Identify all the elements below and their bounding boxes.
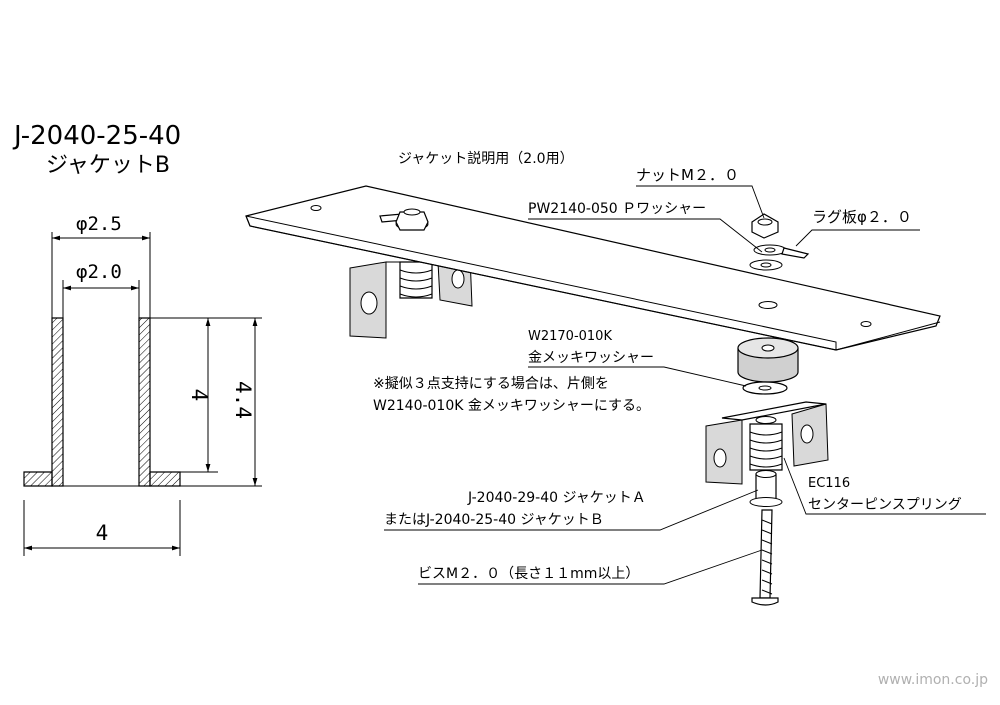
jacket-b-label: またはJ-2040-25-40 ジャケットＢ — [384, 512, 604, 528]
screw-label: ビスM２．０（長さ１１mm以上） — [418, 566, 639, 582]
jacket-cross-section: φ2.5 φ2.0 4 4.4 4 — [23, 213, 262, 556]
watermark: www.imon.co.jp — [878, 672, 988, 688]
part-name-title: ジャケットB — [46, 153, 170, 178]
note-line-2: W2140-010K 金メッキワッシャーにする。 — [373, 398, 650, 414]
inner-height-label: 4 — [187, 389, 211, 402]
total-height-label: 4.4 — [231, 381, 255, 419]
right-bracket — [705, 401, 829, 485]
base-plate — [245, 185, 941, 351]
lug-plate-label: ラグ板φ２．０ — [812, 208, 912, 226]
assembly-illustration — [245, 185, 941, 606]
outer-diameter-label: φ2.5 — [76, 213, 122, 235]
inner-diameter-label: φ2.0 — [76, 261, 122, 283]
spring-name: センターピンスプリング — [808, 497, 962, 513]
gold-washer-name: 金メッキワッシャー — [528, 350, 654, 366]
gold-washer-code: W2170-010K — [528, 329, 612, 344]
nut-label: ナットM２．０ — [636, 166, 739, 184]
note-line-1: ※擬似３点支持にする場合は、片側を — [373, 376, 609, 392]
usage-title: ジャケット説明用（2.0用） — [398, 151, 574, 167]
nut-washer-stack — [749, 213, 810, 271]
screw-shape — [751, 509, 779, 606]
part-number-title: J-2040-25-40 — [12, 121, 181, 151]
base-width-label: 4 — [96, 521, 109, 545]
spring-code: EC116 — [808, 476, 850, 491]
spacer-cylinder — [737, 337, 799, 383]
jacket-a-label: J-2040-29-40 ジャケットＡ — [467, 490, 646, 506]
jacket-part-shape — [749, 470, 783, 507]
p-washer-label: PW2140-050 Ｐワッシャー — [528, 201, 706, 217]
